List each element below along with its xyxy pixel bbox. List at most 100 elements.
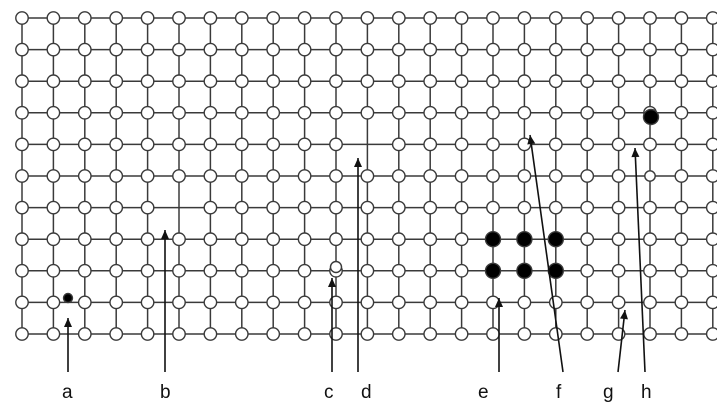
lattice-atom — [360, 295, 375, 310]
lattice-atom — [517, 169, 532, 183]
lattice-atom — [140, 137, 155, 152]
lattice-atom — [454, 327, 469, 341]
label-c: c — [324, 382, 334, 403]
lattice-atom — [705, 105, 717, 120]
lattice-atom — [77, 200, 92, 215]
lattice-atom — [266, 105, 281, 120]
label-b: b — [160, 382, 171, 403]
lattice-atom — [580, 200, 595, 215]
lattice-atom — [266, 74, 281, 89]
large-substitutional-atom — [547, 230, 564, 248]
lattice-atom — [548, 327, 563, 341]
lattice-atom — [15, 327, 29, 341]
lattice-atom — [15, 200, 29, 215]
lattice-atom — [486, 42, 500, 57]
lattice-atom — [423, 232, 438, 247]
lattice-atom — [234, 169, 249, 183]
lattice-atom — [611, 295, 626, 310]
lattice-atom — [611, 74, 626, 89]
lattice-atom — [423, 42, 438, 57]
lattice-atom — [674, 232, 689, 247]
lattice-atom — [486, 11, 500, 25]
lattice-atom — [46, 137, 61, 152]
lattice-atom — [674, 263, 689, 278]
lattice-atom — [391, 137, 406, 152]
lattice-atom — [580, 232, 595, 247]
lattice-atom — [109, 74, 124, 89]
arrow-line — [634, 147, 646, 373]
lattice-atom — [297, 137, 312, 152]
lattice-atom — [360, 169, 375, 183]
lattice-atom — [329, 105, 343, 120]
lattice-atom — [297, 74, 312, 89]
lattice-atom — [705, 11, 717, 25]
lattice-atom — [391, 295, 406, 310]
lattice-atom — [548, 42, 563, 57]
lattice-atom — [15, 137, 29, 152]
lattice-atom — [548, 11, 563, 25]
lattice-atom — [486, 200, 500, 215]
lattice-atom — [297, 105, 312, 120]
lattice-atom — [46, 295, 61, 310]
lattice-atom — [643, 295, 657, 310]
lattice-atom — [140, 11, 155, 25]
lattice-atom — [674, 327, 689, 341]
lattice-atom — [203, 295, 218, 310]
lattice-atom — [266, 295, 281, 310]
lattice-atom — [234, 295, 249, 310]
lattice-atom — [423, 327, 438, 341]
lattice-atom — [548, 295, 563, 310]
lattice-atom — [580, 295, 595, 310]
lattice-atom — [580, 74, 595, 89]
lattice-atom — [77, 137, 92, 152]
large-substitutional-atom — [516, 262, 533, 279]
lattice-atom — [266, 169, 281, 183]
lattice-atom — [297, 11, 312, 25]
lattice-atom — [548, 200, 563, 215]
lattice-atom — [77, 232, 92, 247]
lattice-atom — [611, 169, 626, 183]
lattice-atom — [77, 11, 92, 25]
lattice-atom — [172, 232, 186, 247]
lattice-atom — [172, 42, 186, 57]
lattice-atom — [234, 105, 249, 120]
lattice-atom — [643, 42, 657, 57]
lattice-atom — [674, 200, 689, 215]
lattice-atom — [423, 105, 438, 120]
lattice-atom — [548, 169, 563, 183]
label-h: h — [641, 382, 652, 403]
arrow-head — [354, 158, 362, 167]
arrow-head — [631, 148, 640, 158]
defect-markers — [62, 108, 660, 304]
lattice-atom — [203, 327, 218, 341]
lattice-atom — [517, 105, 532, 120]
lattice-atom — [548, 105, 563, 120]
lattice-atom — [140, 105, 155, 120]
lattice-atom — [77, 263, 92, 278]
lattice-atom — [705, 74, 717, 89]
lattice-atom — [15, 295, 29, 310]
lattice-atom — [109, 169, 124, 183]
lattice-atom — [643, 11, 657, 25]
arrow-head — [328, 278, 336, 287]
lattice-atom — [517, 200, 532, 215]
lattice-atom — [360, 105, 375, 120]
lattice-atom — [140, 263, 155, 278]
lattice-atom — [15, 105, 29, 120]
lattice-atom — [643, 263, 657, 278]
lattice-atom — [454, 169, 469, 183]
lattice-atom — [360, 327, 375, 341]
lattice-atom — [705, 327, 717, 341]
lattice-atom — [360, 232, 375, 247]
lattice-atom — [329, 11, 343, 25]
lattice-atom — [486, 137, 500, 152]
lattice-atom — [172, 327, 186, 341]
lattice-atom — [391, 200, 406, 215]
lattice-atom — [46, 74, 61, 89]
lattice-atom — [548, 74, 563, 89]
lattice-atom — [329, 200, 343, 215]
lattice-atom — [486, 169, 500, 183]
large-substitutional-atom — [547, 262, 564, 279]
lattice-atom — [77, 105, 92, 120]
lattice-atom — [140, 42, 155, 57]
